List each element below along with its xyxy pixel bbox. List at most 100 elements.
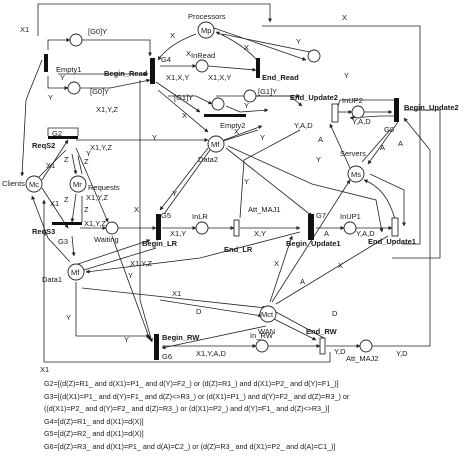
requests-label: Requests xyxy=(88,183,120,192)
data2-node-label: Mf xyxy=(211,140,220,149)
inread-label: InRead xyxy=(191,51,215,60)
arc-label: [G1]Y xyxy=(258,87,277,96)
arc-label: X1,X,Y xyxy=(166,73,189,82)
inup2-label: InUP2 xyxy=(342,96,363,105)
transition-end-update2 xyxy=(331,103,339,123)
arc-label: Y xyxy=(344,71,349,80)
arc-label: X xyxy=(182,111,187,120)
arc-label: Y xyxy=(260,133,265,142)
transition-begin-update2 xyxy=(394,98,399,122)
end-update2-label: End_Update2 xyxy=(290,93,338,102)
arc-label: X xyxy=(186,49,191,58)
place-processors xyxy=(197,21,215,39)
inup1-label: InUP1 xyxy=(340,212,361,221)
g2-label: G2 xyxy=(52,129,62,138)
g7-label: G7 xyxy=(316,211,326,220)
arc-label: Z xyxy=(84,205,89,214)
transitions: Begin_Read G4 End_Read End_Update2 Begin… xyxy=(32,54,459,361)
place-inlr xyxy=(195,221,209,235)
clients-node-label: Mc xyxy=(29,180,39,189)
guard-g3: G3=[(d(X1)=P1_ and d(Y)=F1_ and d(Z)<>R3… xyxy=(44,391,350,401)
arc-label: X xyxy=(342,13,347,22)
transition-empty1 xyxy=(44,54,48,72)
place-servers xyxy=(347,165,365,183)
empty1-label: Empty1 xyxy=(56,65,81,74)
g8-label: G8 xyxy=(384,125,394,134)
arc-label: X1,X,Y xyxy=(208,73,231,82)
place-top-right xyxy=(307,49,321,63)
arc-label: D xyxy=(332,309,338,318)
place-att-maj2 xyxy=(359,339,373,353)
arc-label: Z xyxy=(64,155,69,164)
data1-label: Data1 xyxy=(42,275,62,284)
g6-label: G6 xyxy=(162,352,172,361)
wan-label: WAN xyxy=(258,327,275,336)
arc-label: A xyxy=(324,229,329,238)
arc-label: X1,Y,Z xyxy=(130,259,152,268)
arc-label: X1,Y,Z xyxy=(96,105,118,114)
clients-label: Clients xyxy=(2,179,25,188)
arc-label: Y,D xyxy=(334,347,346,356)
arc-label: Y xyxy=(60,73,65,82)
empty2-label: Empty2 xyxy=(220,121,245,130)
arc-label: Y,A,D xyxy=(356,229,375,238)
transition-begin-lr xyxy=(156,214,161,240)
place-waiting xyxy=(105,221,119,235)
arc-label: Y xyxy=(128,271,133,280)
place-right-g1y xyxy=(243,89,257,103)
arc-label: Z xyxy=(84,157,89,166)
servers-node-label: Ms xyxy=(351,170,361,179)
arc-label: X1,Y xyxy=(170,229,186,238)
reqs3-label: ReqS3 xyxy=(32,227,55,236)
att-maj2-label: Att_MAJ2 xyxy=(346,354,379,363)
place-g1y xyxy=(211,97,225,111)
arc-label: A xyxy=(380,143,385,152)
place-data1 xyxy=(67,263,85,281)
guard-g2: G2=[(d(Z)=R1_ and d(X1)=P1_ and d(Y)=F2_… xyxy=(44,379,339,388)
end-update1-label: End_Update1 xyxy=(368,237,416,246)
wan-node-label: Mct xyxy=(261,310,274,319)
place-in-rw xyxy=(255,339,269,353)
g5-label: G5 xyxy=(161,211,171,220)
place-inup1 xyxy=(343,221,357,235)
arc-label: D xyxy=(196,307,202,316)
place-inup2 xyxy=(351,105,365,119)
arc-label: X1,Y,A,D xyxy=(196,349,226,358)
arc-label: Y xyxy=(86,149,91,158)
arc-labels: X1 X [G0]Y [G0]Y X X X Y X1,X,Y X1,X,Y Y… xyxy=(20,13,408,374)
arc-label: X xyxy=(170,31,175,40)
arc-label: X xyxy=(234,127,239,136)
g4-label: G4 xyxy=(161,55,171,64)
reqs2-label: ReqS2 xyxy=(32,141,55,150)
transition-reqs3 xyxy=(52,222,82,225)
end-rw-label: End_RW xyxy=(306,327,338,336)
place-top-left xyxy=(69,33,83,47)
guard-g4: G4=[d(Z)=R1_ and d(X1)=d(X)] xyxy=(44,416,144,426)
arc-label: X1,Y,Z xyxy=(86,193,108,202)
guard-g5: G5=[d(Z)=R2_ and d(X1)=d(X)] xyxy=(44,429,144,439)
end-lr-label: End_LR xyxy=(224,245,253,254)
g3-label: G3 xyxy=(58,237,68,246)
arc-label: A xyxy=(398,139,403,148)
guard-g3-continued: ((d(X1)=P2_ and d(Y)=F2_ and d(Z)=R3_) o… xyxy=(44,404,330,414)
arc-label: X,Y xyxy=(254,229,266,238)
processors-node-label: Mp xyxy=(201,26,211,35)
waiting-label: Waiting xyxy=(94,235,119,244)
arc-label: Y xyxy=(316,155,321,164)
begin-lr-label: Begin_LR xyxy=(142,239,178,248)
guard-g6: G6=[d(Z)=R3_ and d(X1)=P1_ and d(A)=C2_)… xyxy=(44,441,336,451)
arc-label: Y xyxy=(66,313,71,322)
arc-label: Y,A,D xyxy=(352,117,371,126)
arc-label: Y xyxy=(244,177,249,186)
transition-end-rw xyxy=(319,337,326,355)
transition-begin-rw xyxy=(154,334,159,360)
guard-definitions: G2=[(d(Z)=R1_ and d(X1)=P1_ and d(Y)=F2_… xyxy=(44,378,472,454)
arc-label: X1,Y,Z xyxy=(90,143,112,152)
place-g0y-lower xyxy=(67,81,81,95)
arc-label: Y xyxy=(172,189,177,198)
transition-end-update1 xyxy=(391,217,399,237)
transition-end-lr xyxy=(233,219,240,237)
arc-label: [G0]Y xyxy=(90,87,109,96)
place-inread xyxy=(195,59,209,73)
transition-reqs2 xyxy=(48,136,78,139)
